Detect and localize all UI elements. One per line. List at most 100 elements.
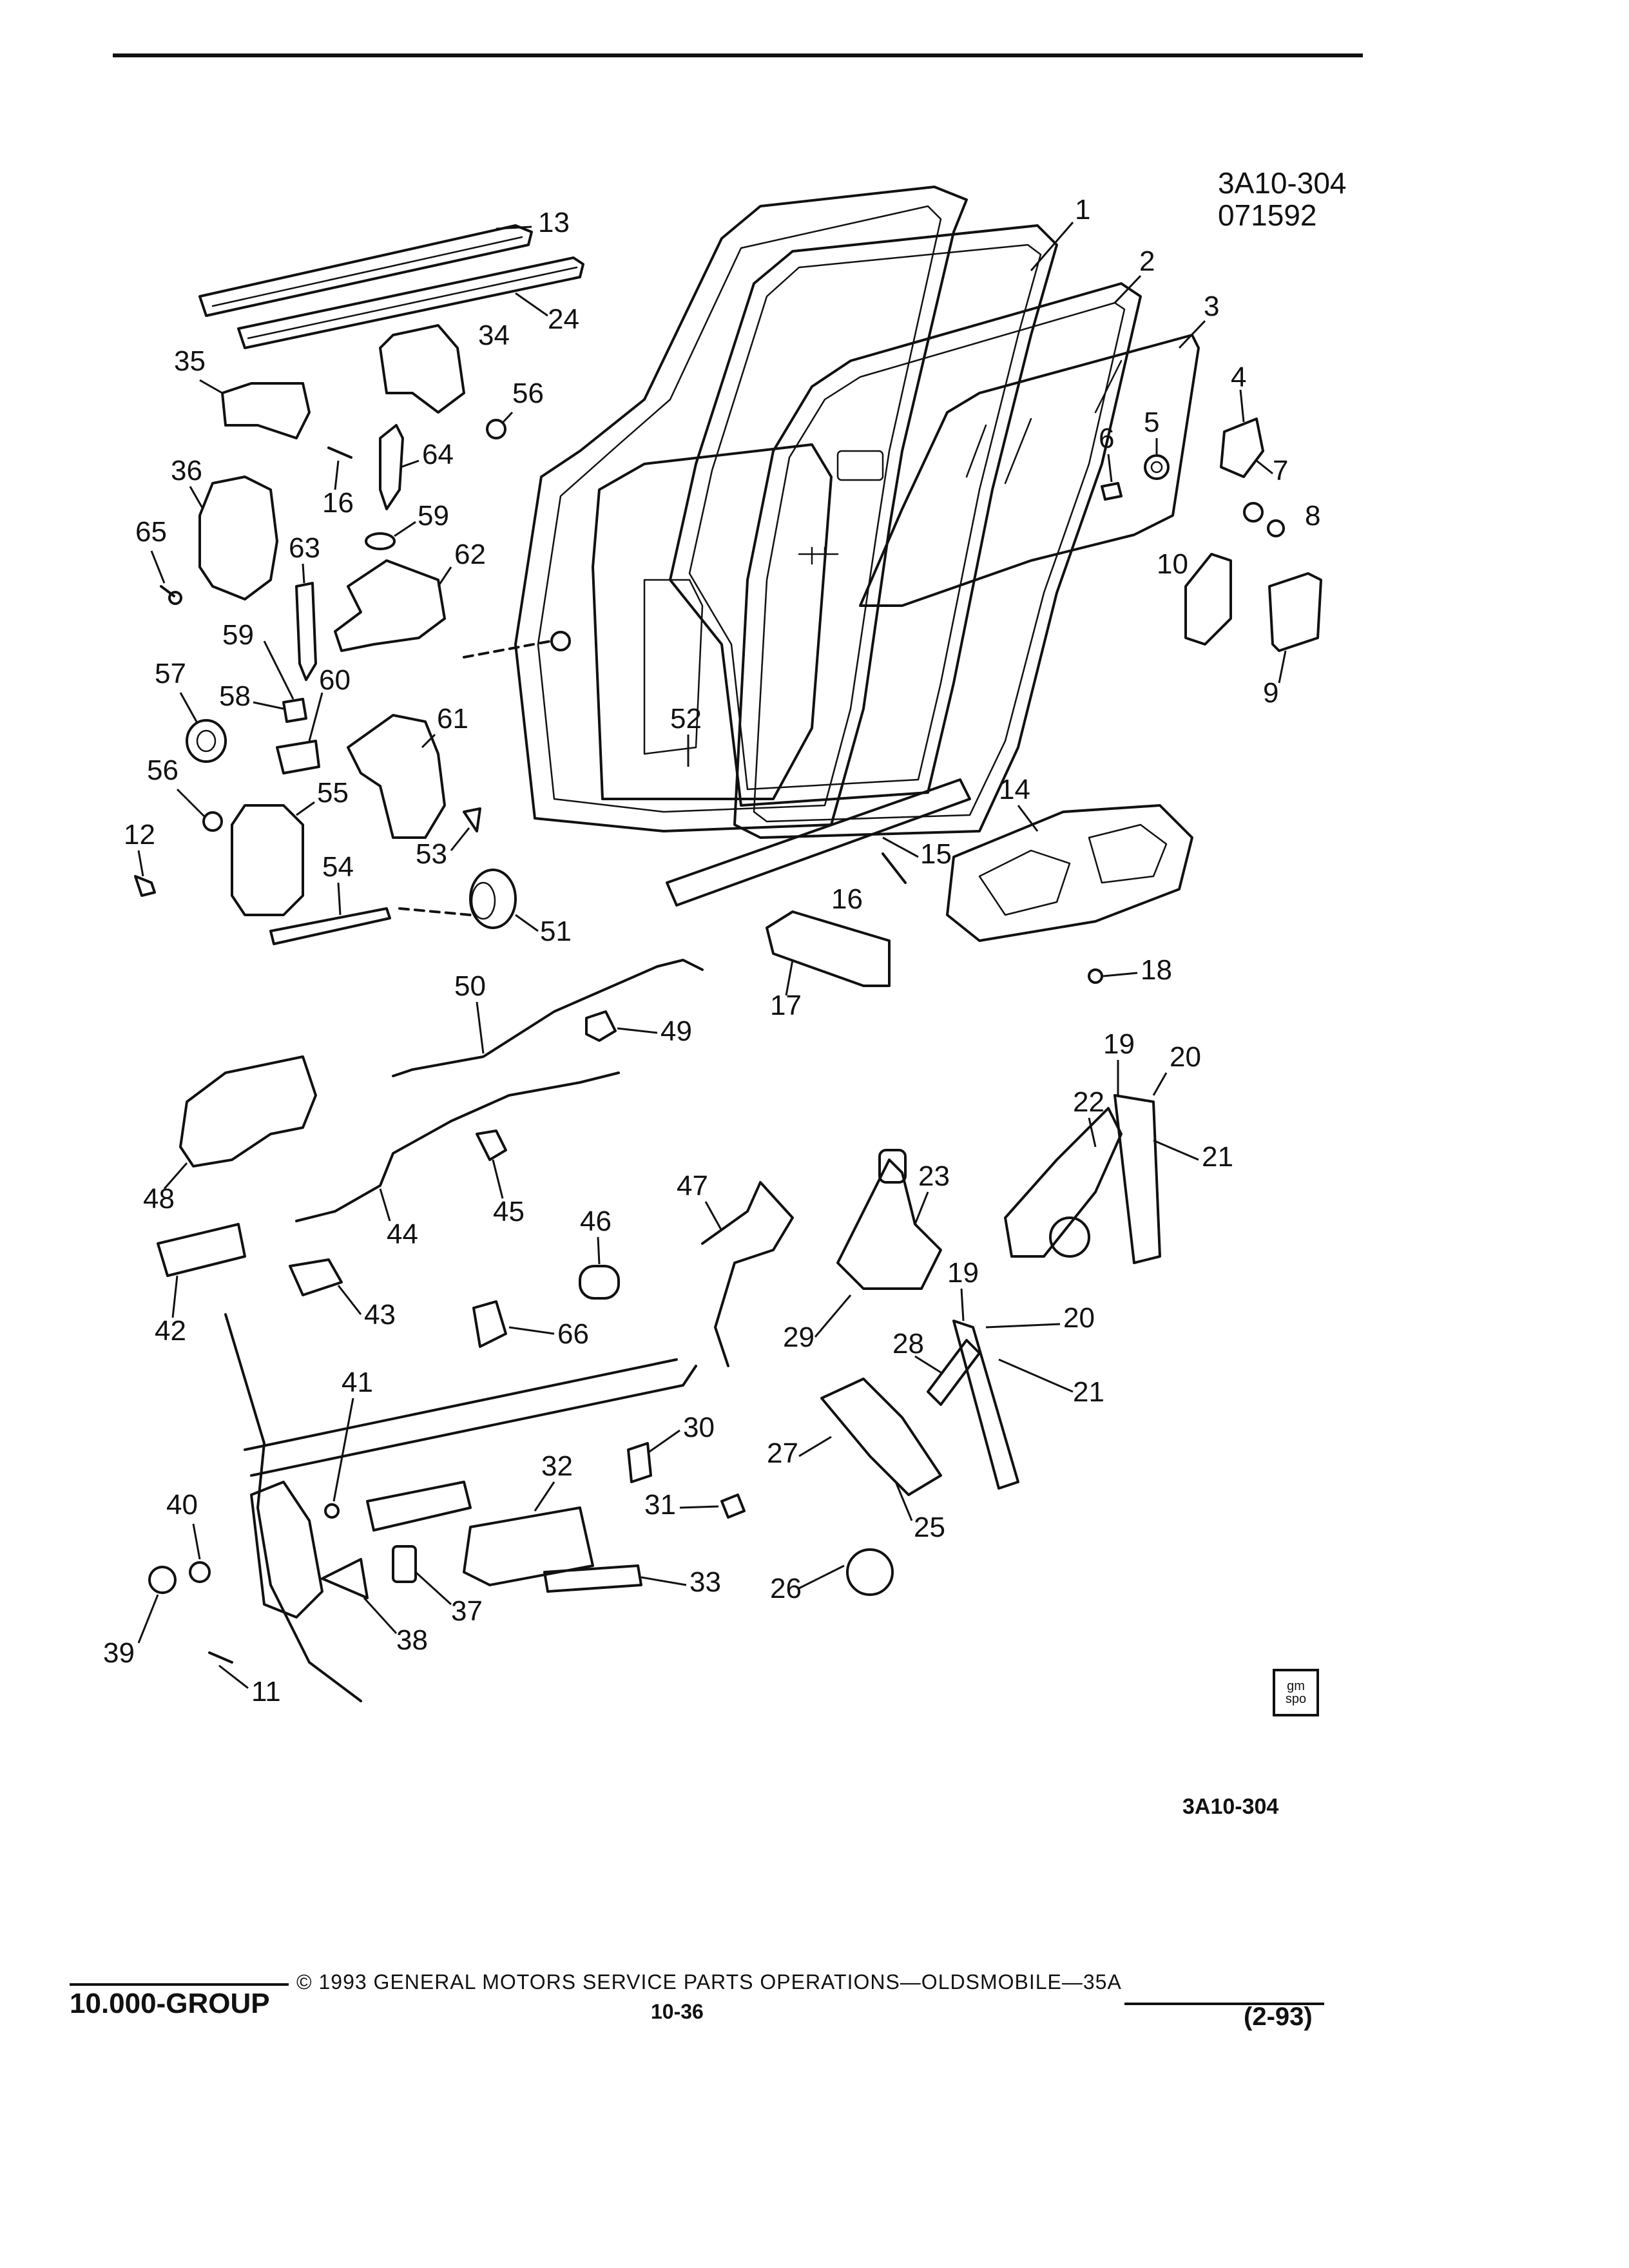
callout-59b: 59 [222, 619, 254, 651]
callout-7: 7 [1273, 455, 1288, 486]
callout-36: 36 [171, 455, 202, 486]
copyright-line: © 1993 GENERAL MOTORS SERVICE PARTS OPER… [296, 1970, 1122, 1994]
part-27 [820, 1378, 942, 1496]
callout-56a: 56 [512, 378, 544, 409]
callout-55: 55 [317, 777, 349, 809]
callouts: 1 2 3 4 5 6 7 8 9 10 11 12 13 14 15 16 1… [103, 194, 1320, 1707]
part-48 [179, 1055, 317, 1168]
callout-63: 63 [289, 532, 320, 564]
callout-49: 49 [660, 1015, 692, 1047]
weatherstrip-part-1 [669, 224, 1058, 807]
part-22 [1004, 1107, 1123, 1258]
callout-21a: 21 [1202, 1141, 1233, 1173]
callout-12: 12 [124, 819, 155, 850]
callout-56b: 56 [147, 754, 178, 786]
gmspo-logo: gm spo [1273, 1669, 1319, 1716]
callout-52: 52 [670, 703, 702, 735]
logo-line-1: gm [1287, 1679, 1305, 1693]
callout-46: 46 [580, 1206, 612, 1237]
callout-62: 62 [454, 539, 486, 570]
callout-13: 13 [538, 207, 570, 238]
callout-20a: 20 [1170, 1041, 1201, 1073]
callout-39: 39 [103, 1637, 135, 1669]
door-lower-outline [224, 1313, 362, 1702]
part-42 [157, 1223, 246, 1277]
callout-26: 26 [770, 1573, 802, 1604]
callout-59a: 59 [418, 500, 449, 532]
part-14 [946, 804, 1193, 942]
callout-51: 51 [540, 916, 572, 947]
page-number: 10-36 [651, 2000, 704, 2023]
part-23 [836, 1158, 942, 1290]
callout-16b: 16 [831, 883, 863, 915]
part-35 [221, 382, 311, 439]
part-36 [198, 476, 278, 601]
figure-ref-bottom: 3A10-304 [1182, 1794, 1279, 1819]
part-47 [701, 1181, 794, 1367]
callout-30: 30 [683, 1412, 715, 1443]
callout-41: 41 [342, 1367, 373, 1398]
callout-2: 2 [1139, 245, 1155, 277]
callout-43: 43 [364, 1299, 396, 1331]
callout-29: 29 [783, 1321, 815, 1353]
top-rule [113, 53, 1363, 57]
callout-45: 45 [493, 1196, 525, 1227]
callout-27: 27 [767, 1437, 798, 1469]
callout-10: 10 [1157, 548, 1188, 580]
callout-19a: 19 [1103, 1028, 1135, 1060]
callout-4: 4 [1231, 361, 1246, 393]
callout-9: 9 [1263, 677, 1278, 709]
part-34 [379, 324, 465, 414]
part-32 [463, 1506, 594, 1586]
part-62 [334, 559, 446, 652]
callout-15: 15 [920, 838, 952, 870]
callout-31: 31 [644, 1489, 676, 1521]
callout-1: 1 [1075, 194, 1090, 226]
figure-ref: 3A10-304 [1218, 166, 1347, 200]
figure-code: 071592 [1218, 198, 1317, 232]
callout-11: 11 [251, 1676, 281, 1707]
callout-14: 14 [999, 774, 1030, 805]
callout-16a: 16 [322, 487, 354, 519]
logo-line-2: spo [1285, 1692, 1307, 1706]
callout-64: 64 [422, 439, 454, 470]
part-15 [666, 778, 971, 907]
callout-6: 6 [1099, 423, 1114, 454]
callout-25: 25 [914, 1512, 945, 1543]
callout-24: 24 [548, 303, 579, 335]
part-17 [766, 910, 891, 987]
callout-57: 57 [155, 658, 186, 689]
glass-run-channel-part-2 [733, 282, 1142, 839]
belt-sealing-strips [198, 224, 584, 349]
callout-58: 58 [219, 680, 251, 712]
door-frame-outer [514, 186, 968, 832]
callout-48: 48 [143, 1183, 175, 1215]
callout-3: 3 [1204, 291, 1219, 322]
part-4 [1220, 418, 1264, 478]
part-63 [295, 582, 317, 681]
callout-44: 44 [387, 1218, 418, 1250]
callout-23: 23 [918, 1160, 950, 1192]
callout-42: 42 [155, 1315, 186, 1347]
callout-18: 18 [1141, 954, 1172, 986]
callout-34: 34 [478, 320, 510, 351]
door-glass-part-3 [859, 334, 1200, 607]
callout-60: 60 [319, 664, 351, 696]
callout-33: 33 [689, 1566, 721, 1598]
callout-20b: 20 [1063, 1302, 1095, 1334]
callout-8: 8 [1305, 500, 1320, 532]
rod-part-50 [392, 959, 704, 1077]
callout-65: 65 [135, 516, 167, 548]
callout-22: 22 [1073, 1086, 1104, 1118]
part-55 [231, 804, 304, 916]
callout-50: 50 [454, 970, 486, 1002]
date-code: (2-93) [1244, 2003, 1313, 2031]
callout-53: 53 [416, 838, 447, 870]
part-10 [1184, 553, 1232, 646]
callout-5: 5 [1144, 407, 1159, 438]
callout-66: 66 [557, 1318, 589, 1350]
callout-37: 37 [451, 1595, 483, 1627]
callout-61: 61 [437, 703, 468, 735]
rod-part-44 [295, 1072, 620, 1222]
